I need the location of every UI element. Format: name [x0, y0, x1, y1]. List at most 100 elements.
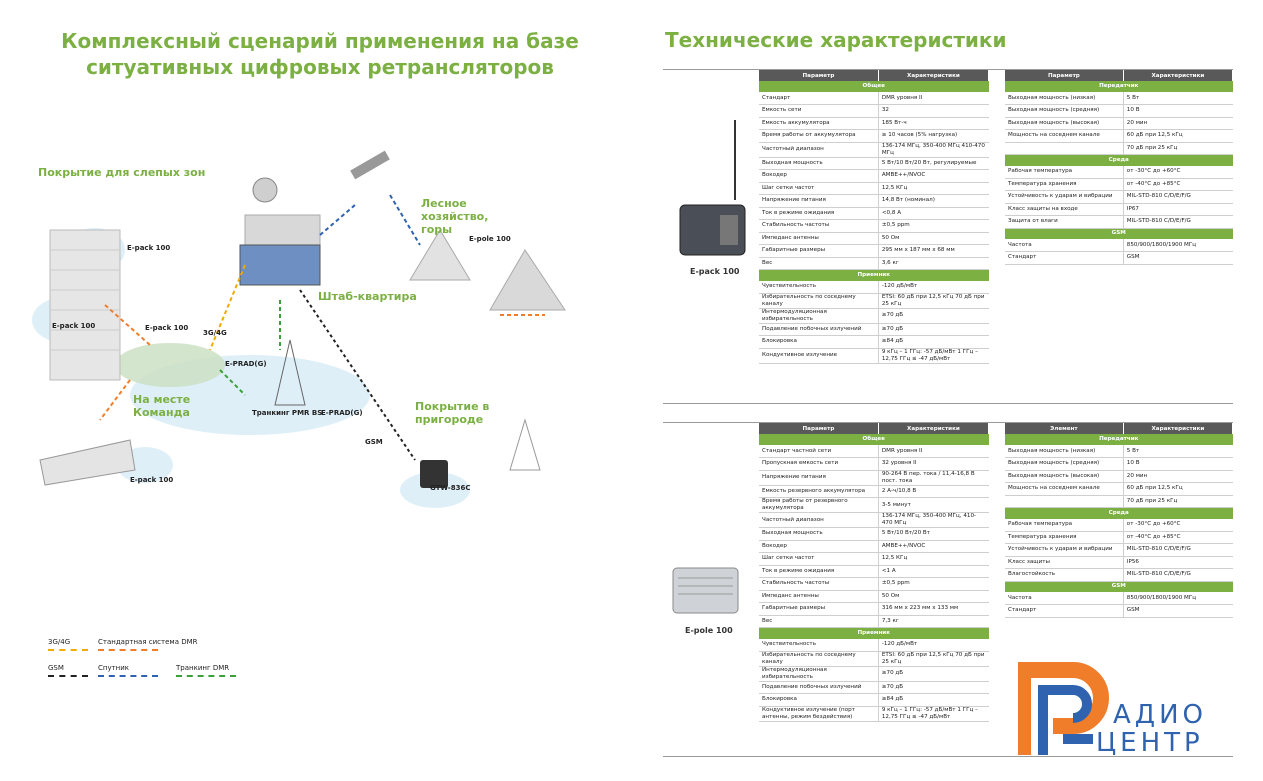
table-section-header: Среда	[1005, 154, 1233, 166]
param-name: Пропускная емкость сети	[759, 457, 879, 471]
table-header: Параметр	[759, 423, 879, 434]
logo-text-1: АДИО	[1113, 700, 1208, 730]
param-value: -120 дБ/мВт	[878, 638, 989, 652]
logo-mark	[1015, 662, 1109, 755]
table-header: Характеристики	[1123, 70, 1234, 81]
param-name: Вес	[759, 257, 879, 270]
param-value: ±0,5 ppm	[878, 577, 989, 591]
param-name: Кондуктивное излучение (порт антенны, ре…	[759, 706, 879, 722]
label-eprad-1: E-PRAD(G)	[225, 360, 267, 368]
table-header: Характеристики	[878, 423, 990, 434]
param-value: 295 мм x 187 мм x 68 мм	[878, 244, 989, 258]
param-name: Емкость сети	[759, 104, 879, 118]
param-value: 12,5 КГц	[878, 182, 989, 195]
label-forest: Лесное хозяйство, горы	[421, 197, 489, 236]
table-section-header: Общее	[759, 434, 989, 445]
param-name	[1005, 142, 1124, 155]
table-section-header: GSM	[1005, 581, 1233, 592]
param-name: Емкость аккумулятора	[759, 117, 879, 130]
param-name: Температура хранения	[1005, 178, 1124, 191]
param-value: 60 дБ при 12,5 кГц	[1123, 482, 1233, 496]
table-header: Элемент	[1005, 423, 1124, 434]
param-value: 850/900/1800/1900 МГц	[1123, 592, 1233, 605]
param-name: Вес	[759, 615, 879, 628]
param-name: Частотный диапазон	[759, 512, 879, 528]
table-section-header: GSM	[1005, 228, 1233, 239]
param-value: ≥84 дБ	[878, 693, 989, 707]
param-name	[1005, 495, 1124, 508]
table-row: Блокировка≥84 дБ	[759, 335, 989, 349]
label-epack-site: E-pack 100	[145, 324, 189, 332]
table-row: Чувствительность-120 дБ/мВт	[759, 638, 989, 652]
param-name: Выходная мощность	[759, 157, 879, 170]
param-name: Ток в режиме ожидания	[759, 207, 879, 220]
label-trunking-bs: Транкинг PMR BS	[252, 409, 323, 417]
table-row: Ток в режиме ожидания<1 А	[759, 565, 989, 578]
legend-item-dmr: Стандартная система DMR	[98, 638, 213, 651]
param-value: 5 Вт	[1123, 92, 1233, 105]
param-value: 50 Ом	[878, 590, 989, 603]
table-row: Стабильность частоты±0,5 ppm	[759, 219, 989, 233]
param-name: Ток в режиме ожидания	[759, 565, 879, 578]
param-name: Частота	[1005, 239, 1124, 252]
table-row: 70 дБ при 25 кГц	[1005, 142, 1233, 155]
param-name: Выходная мощность (высокая)	[1005, 470, 1124, 483]
param-name: Шаг сетки частот	[759, 552, 879, 566]
label-epack-mid: E-pack 100	[52, 322, 96, 330]
param-value: 5 Вт/10 Вт/20 Вт, регулируемые	[878, 157, 989, 170]
param-name: Интермодуляционная избирательность	[759, 666, 879, 682]
param-value: 20 мин	[1123, 117, 1233, 130]
table-row: Кондуктивное излучение (порт антенны, ре…	[759, 706, 989, 722]
param-value: 90-264 В пер. тока / 11,4-16,8 В пост. т…	[878, 470, 989, 486]
param-name: Выходная мощность	[759, 527, 879, 541]
table-row: Ток в режиме ожидания<0,8 А	[759, 207, 989, 220]
table-section-header: Среда	[1005, 507, 1233, 519]
param-name: Подавление побочных излучений	[759, 681, 879, 694]
param-name: Выходная мощность (высокая)	[1005, 117, 1124, 130]
param-name: Мощность на соседнем канале	[1005, 129, 1124, 143]
param-name: Выходная мощность (средняя)	[1005, 104, 1124, 118]
param-value: DMR уровня II	[878, 445, 989, 458]
block-mid-border	[663, 403, 1233, 404]
param-value: IP67	[1123, 203, 1233, 216]
param-name: Габаритные размеры	[759, 244, 879, 258]
label-gsm: GSM	[365, 438, 383, 446]
param-name: Время работы от резервного аккумулятора	[759, 497, 879, 513]
param-name: Защита от влаги	[1005, 215, 1124, 229]
block-bottom-border	[663, 756, 1233, 757]
table-row: Выходная мощность (высокая)20 мин	[1005, 470, 1233, 483]
legend: 3G/4G Стандартная система DMR GSM Спутни…	[48, 638, 288, 688]
table-section-header: Передатчик	[1005, 81, 1233, 92]
param-value: ≥70 дБ	[878, 681, 989, 694]
param-name: Стандарт частной сети	[759, 445, 879, 458]
param-name: Выходная мощность (низкая)	[1005, 92, 1124, 105]
param-value: ≥84 дБ	[878, 335, 989, 349]
param-value: 32	[878, 104, 989, 118]
param-name: Подавление побочных излучений	[759, 323, 879, 336]
label-on-site: На месте Команда	[133, 393, 191, 419]
param-value: 2 А-ч/10,8 В	[878, 485, 989, 498]
param-value: 316 мм x 223 мм x 133 мм	[878, 602, 989, 616]
param-value: GSM	[1123, 604, 1233, 618]
